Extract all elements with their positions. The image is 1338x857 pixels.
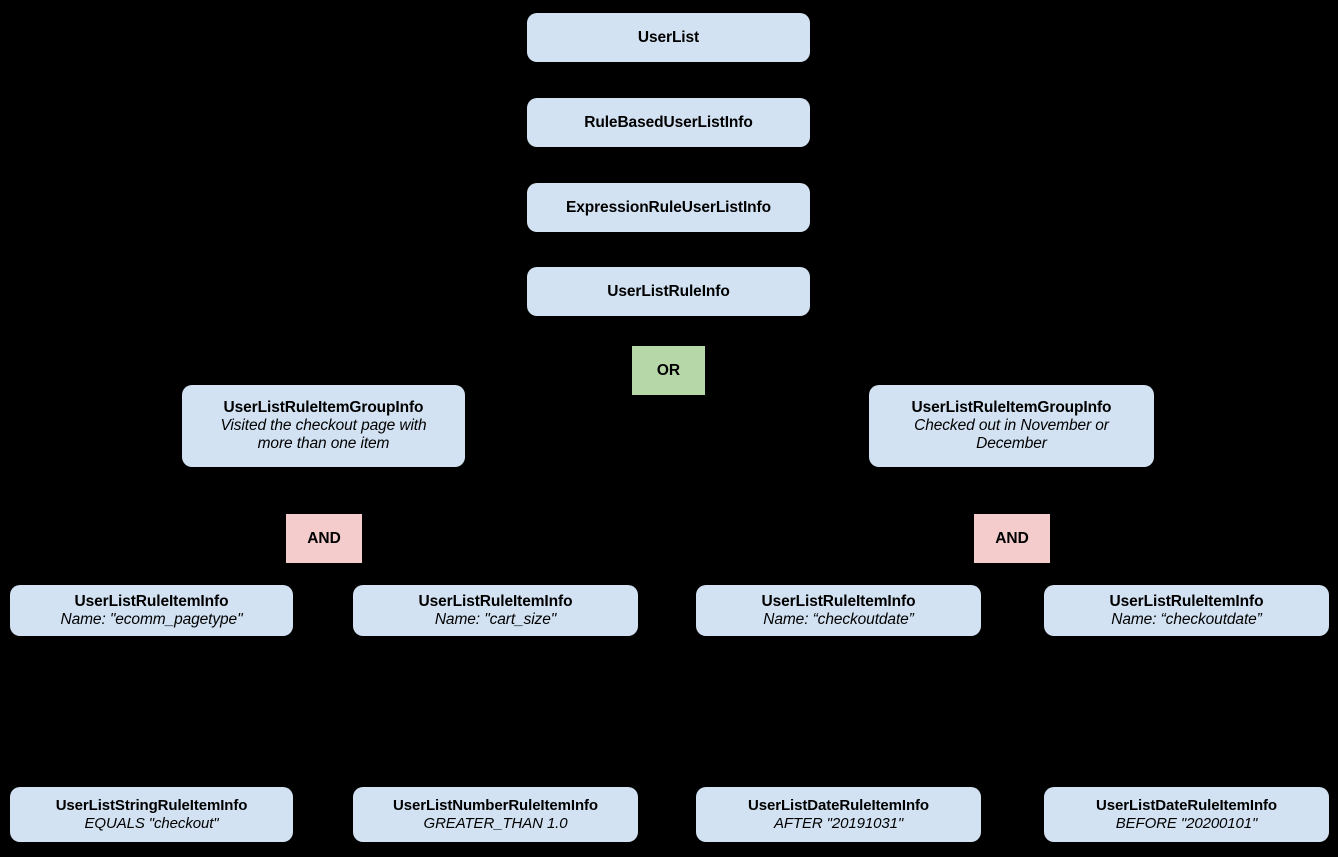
- node-user-list-rule-info[interactable]: UserListRuleInfo: [527, 267, 810, 316]
- node-title: UserListNumberRuleItemInfo: [393, 797, 598, 815]
- node-title: UserListRuleItemInfo: [74, 592, 229, 610]
- node-title: UserListRuleItemInfo: [418, 592, 573, 610]
- node-and-operator-left[interactable]: AND: [286, 514, 362, 563]
- node-title: RuleBasedUserListInfo: [584, 113, 753, 131]
- node-title: ExpressionRuleUserListInfo: [566, 198, 771, 216]
- and-label: AND: [995, 529, 1029, 547]
- node-subtitle: BEFORE "20200101": [1115, 814, 1258, 832]
- node-title: UserListRuleItemInfo: [761, 592, 916, 610]
- node-or-operator[interactable]: OR: [632, 346, 705, 395]
- node-subtitle: AFTER "20191031": [773, 814, 904, 832]
- edge-and-right-to-ruleitem-3: [837, 562, 988, 586]
- node-leaf-1[interactable]: UserListStringRuleItemInfo EQUALS "check…: [10, 787, 293, 842]
- node-rule-item-2[interactable]: UserListRuleItemInfo Name: "cart_size": [353, 585, 638, 636]
- or-label: OR: [656, 361, 681, 379]
- node-rule-item-4[interactable]: UserListRuleItemInfo Name: “checkoutdate…: [1044, 585, 1329, 636]
- node-title: UserListRuleItemGroupInfo: [911, 399, 1112, 417]
- node-title: UserListRuleItemInfo: [1109, 592, 1264, 610]
- node-subtitle: EQUALS "checkout": [84, 814, 219, 832]
- node-leaf-3[interactable]: UserListDateRuleItemInfo AFTER "20191031…: [696, 787, 981, 842]
- node-subtitle-line2: December: [976, 434, 1047, 452]
- node-title: UserListDateRuleItemInfo: [1096, 797, 1277, 815]
- node-title: UserListDateRuleItemInfo: [748, 797, 929, 815]
- node-subtitle-line1: Visited the checkout page with: [220, 417, 427, 435]
- node-rule-item-1[interactable]: UserListRuleItemInfo Name: "ecomm_pagety…: [10, 585, 293, 636]
- node-subtitle-line2: more than one item: [257, 434, 390, 452]
- node-group-right[interactable]: UserListRuleItemGroupInfo Checked out in…: [869, 385, 1154, 467]
- node-rule-based-user-list-info[interactable]: RuleBasedUserListInfo: [527, 98, 810, 147]
- node-subtitle: Name: "cart_size": [434, 610, 557, 628]
- node-leaf-4[interactable]: UserListDateRuleItemInfo BEFORE "2020010…: [1044, 787, 1329, 842]
- node-leaf-2[interactable]: UserListNumberRuleItemInfo GREATER_THAN …: [353, 787, 638, 842]
- node-rule-item-3[interactable]: UserListRuleItemInfo Name: “checkoutdate…: [696, 585, 981, 636]
- node-title: UserListRuleItemGroupInfo: [223, 399, 424, 417]
- node-subtitle: Name: “checkoutdate”: [1111, 610, 1262, 628]
- node-subtitle: GREATER_THAN 1.0: [423, 814, 568, 832]
- node-title: UserList: [637, 28, 700, 46]
- node-title: UserListStringRuleItemInfo: [55, 797, 248, 815]
- node-expression-rule-user-list-info[interactable]: ExpressionRuleUserListInfo: [527, 183, 810, 232]
- edge-and-left-to-ruleitem-1: [150, 562, 301, 586]
- node-group-left[interactable]: UserListRuleItemGroupInfo Visited the ch…: [182, 385, 465, 467]
- edge-and-left-to-ruleitem-2: [347, 562, 496, 586]
- node-subtitle: Name: "ecomm_pagetype": [60, 610, 243, 628]
- node-and-operator-right[interactable]: AND: [974, 514, 1050, 563]
- and-label: AND: [307, 529, 341, 547]
- edge-and-right-to-ruleitem-4: [1034, 562, 1187, 586]
- node-title: UserListRuleInfo: [607, 282, 730, 300]
- node-subtitle: Name: “checkoutdate”: [763, 610, 914, 628]
- node-subtitle-line1: Checked out in November or: [914, 417, 1109, 435]
- node-user-list[interactable]: UserList: [527, 13, 810, 62]
